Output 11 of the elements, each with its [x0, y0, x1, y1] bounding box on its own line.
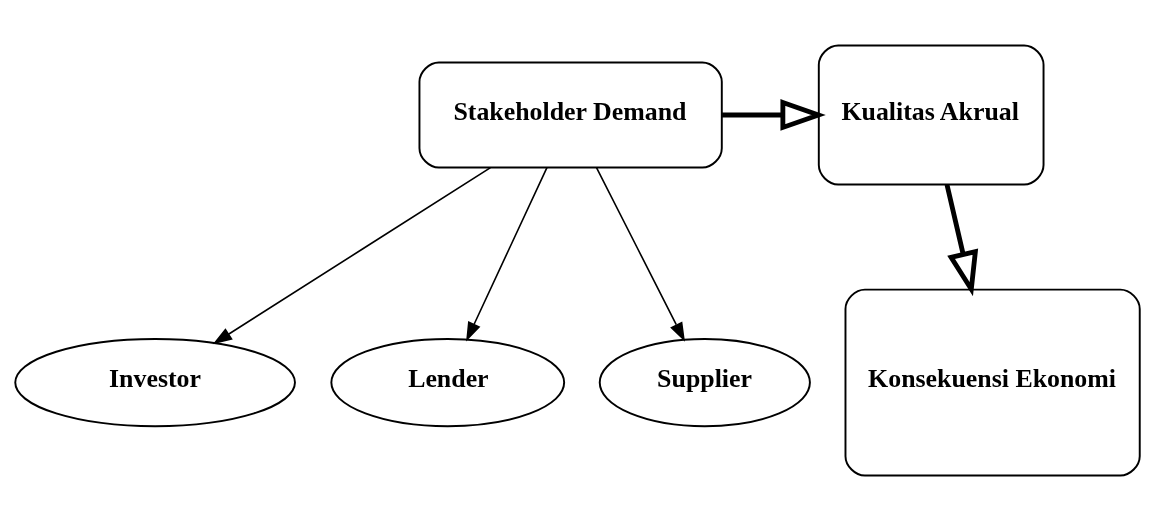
node-ellipse: Supplier — [598, 337, 811, 427]
node-box: Kualitas Akrual — [817, 44, 1045, 185]
node-box: Stakeholder Demand — [418, 60, 723, 168]
node-box: Konsekuensi Ekonomi — [844, 288, 1141, 476]
arrow — [466, 166, 548, 341]
arrow — [212, 166, 492, 344]
arrow — [722, 98, 826, 131]
arrow — [595, 166, 685, 342]
node-ellipse: Investor — [14, 337, 296, 427]
node-ellipse: Lender — [330, 337, 566, 427]
arrow — [944, 183, 979, 296]
